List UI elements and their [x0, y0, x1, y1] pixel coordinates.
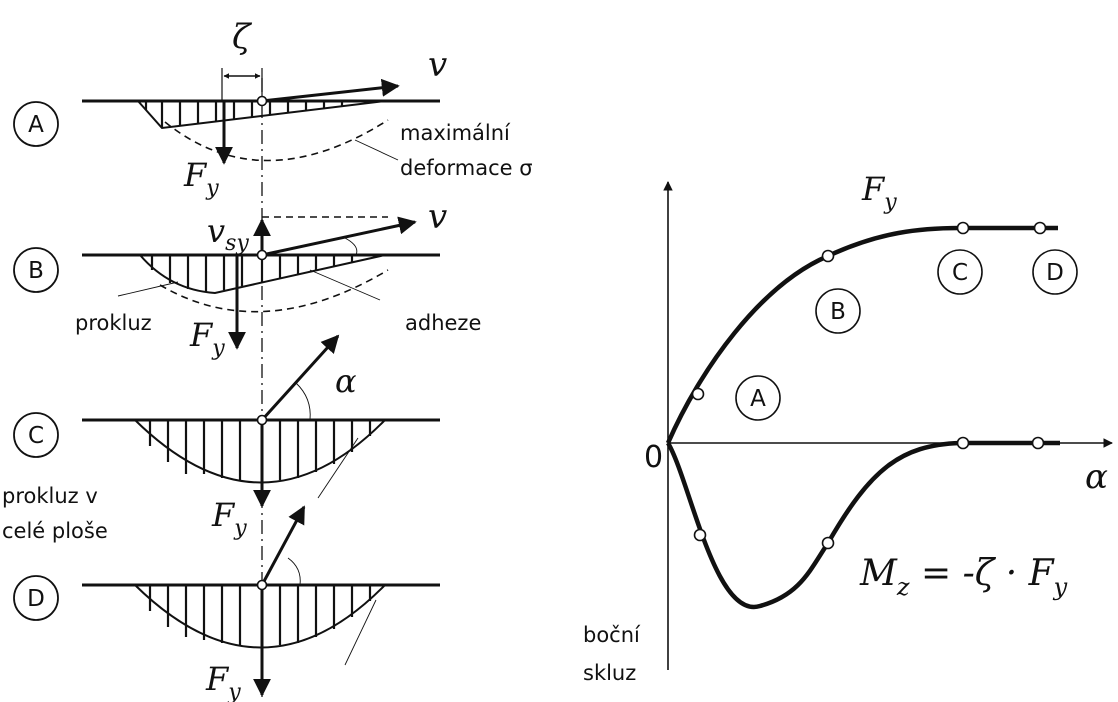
- point-fy-c: [956, 221, 970, 235]
- hatching-d: [148, 585, 372, 646]
- state-label-b: B: [28, 258, 44, 284]
- velocity-arrow-a: [261, 78, 400, 103]
- state-circle-a: [13, 101, 59, 147]
- hatching-a: [144, 101, 344, 128]
- side-slip-label-1: boční: [583, 623, 641, 647]
- state-label-c: C: [28, 423, 44, 449]
- graph-state-label-d: D: [1046, 260, 1064, 286]
- contact-point-d: [256, 579, 268, 591]
- left-panel-text: A B C D ζ v v vsy Fy Fy Fy Fy α maximáln…: [2, 17, 533, 702]
- left-panel: [13, 68, 440, 702]
- contact-point-c: [256, 414, 268, 426]
- moment-formula: Mz = -ζ · Fy: [859, 553, 1068, 601]
- angle-arc-d: [287, 557, 301, 586]
- hatching-c: [148, 420, 372, 481]
- velocity-arrow-d: [260, 505, 306, 586]
- graph-state-circle-b: [815, 288, 861, 334]
- lateral-force-curve: [665, 225, 1058, 444]
- angle-arc-b: [344, 237, 358, 256]
- full-slip-label-2: celé ploše: [2, 519, 108, 543]
- row-a: [82, 78, 440, 165]
- slip-velocity-label: vsy: [207, 212, 249, 256]
- graph-state-circle-c: [937, 249, 983, 295]
- full-slip-label-1: prokluz v: [2, 484, 98, 508]
- prokluz-label: prokluz: [75, 311, 152, 335]
- graph-state-label-a: A: [750, 386, 766, 412]
- zeta-label: ζ: [232, 17, 253, 57]
- alpha-label-left: α: [335, 362, 357, 400]
- graph-state-circle-d: [1032, 249, 1078, 295]
- max-deformation-label-2: deformace σ: [400, 156, 533, 180]
- row-d: [82, 505, 440, 697]
- deformation-area-b: [139, 254, 386, 295]
- max-deformation-label-1: maximální: [400, 121, 511, 145]
- hatching-b: [150, 255, 354, 292]
- deformation-area-c: [134, 419, 386, 484]
- deformation-area-d: [134, 584, 386, 649]
- fy-curve-label: Fy: [861, 170, 897, 215]
- velocity-arrow-c: [260, 334, 340, 422]
- max-deformation-curve-b: [159, 269, 389, 313]
- leader-line-b-left: [117, 281, 179, 297]
- graph-state-label-c: C: [952, 260, 968, 286]
- state-circle-d: [13, 575, 59, 621]
- graph-state-circle-a: [735, 375, 781, 421]
- max-deformation-curve-a: [164, 119, 389, 162]
- state-circle-c: [13, 412, 59, 458]
- point-mz-b: [821, 536, 835, 550]
- row-b: [82, 216, 440, 350]
- force-label-a: Fy: [183, 156, 219, 201]
- contact-point-b: [256, 249, 268, 261]
- graph-state-label-b: B: [830, 299, 846, 325]
- adheze-label: adheze: [405, 311, 481, 335]
- force-label-d: Fy: [205, 660, 241, 702]
- state-label-d: D: [27, 586, 45, 612]
- velocity-label-a: v: [428, 45, 447, 85]
- side-slip-label-2: skluz: [583, 661, 636, 685]
- origin-label: 0: [644, 440, 663, 475]
- leader-line-c: [317, 437, 359, 499]
- point-mz-a: [693, 528, 707, 542]
- right-panel-text: A B C D 0 α Fy Mz = -ζ · Fy boční skluz: [583, 170, 1108, 685]
- right-panel-graph: [663, 181, 1113, 670]
- x-axis-label: α: [1085, 457, 1108, 497]
- contact-point-a: [256, 95, 268, 107]
- point-fy-b: [821, 249, 835, 263]
- force-label-c: Fy: [211, 496, 247, 541]
- force-label-b: Fy: [189, 316, 225, 361]
- state-label-a: A: [28, 112, 44, 138]
- point-mz-d: [1031, 436, 1045, 450]
- leader-line-d: [344, 599, 377, 666]
- point-mz-c: [956, 436, 970, 450]
- row-c: [82, 334, 440, 508]
- point-fy-a: [691, 387, 705, 401]
- velocity-label-b: v: [428, 197, 447, 237]
- point-fy-d: [1033, 221, 1047, 235]
- angle-arc-c: [295, 382, 311, 421]
- leader-line-a: [354, 139, 399, 161]
- leader-line-b-right: [309, 269, 381, 301]
- velocity-arrow-b: [261, 216, 417, 257]
- state-circle-b: [13, 247, 59, 293]
